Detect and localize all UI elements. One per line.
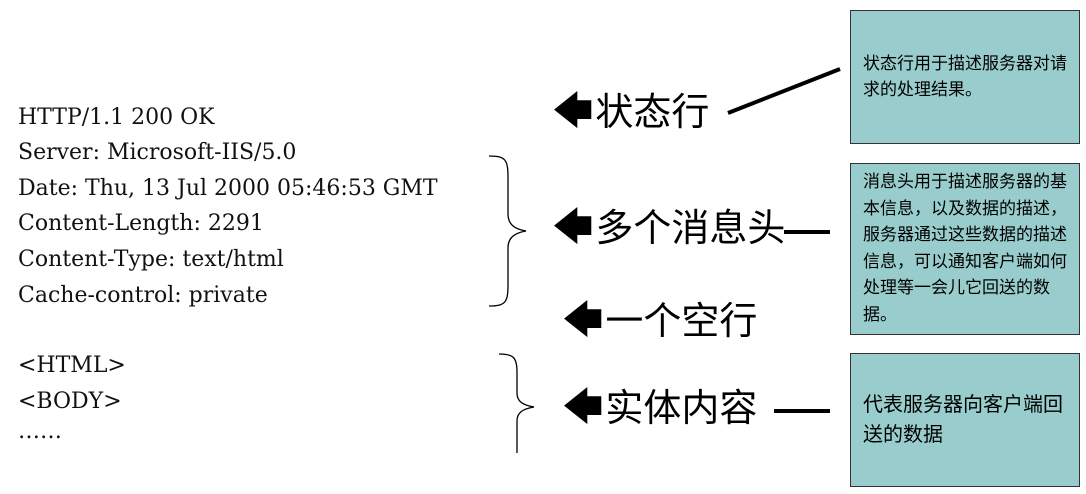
entity-note-text: 代表服务器向客户端回送的数据 [863,392,1063,446]
header-line: Content-Length: 2291 [18,211,264,236]
entity-label-text: 实体内容 [605,386,758,430]
status-line-label-text: 状态行 [595,90,710,134]
body-line: …… [18,419,62,444]
header-line: Cache-control: private [18,283,268,308]
headers-label-text: 多个消息头 [595,206,786,250]
headers-label: 🡄 多个消息头 [552,206,785,250]
header-line: Date: Thu, 13 Jul 2000 05:46:53 GMT [18,176,438,201]
status-line-text: HTTP/1.1 200 OK [18,105,215,130]
body-line: <BODY> [18,389,122,414]
status-line-note: 状态行用于描述服务器对请求的处理结果。 [850,10,1080,144]
header-line: Content-Type: text/html [18,247,284,272]
entity-note: 代表服务器向客户端回送的数据 [850,353,1080,487]
headers-brace [488,155,527,307]
blank-line-label: 🡄 一个空行 [562,299,757,343]
headers-note-text: 消息头用于描述服务器的基本信息，以及数据的描述，服务器通过这些数据的描述信息，可… [863,172,1067,325]
headers-note: 消息头用于描述服务器的基本信息，以及数据的描述，服务器通过这些数据的描述信息，可… [850,163,1080,335]
blank-line-label-text: 一个空行 [605,299,758,343]
body-line: <HTML> [18,353,126,378]
header-line: Server: Microsoft-IIS/5.0 [18,140,297,165]
status-line-note-text: 状态行用于描述服务器对请求的处理结果。 [863,54,1067,100]
entity-brace [498,353,535,453]
left-arrow-icon: 🡄 [552,88,594,134]
left-arrow-icon: 🡄 [562,384,604,430]
status-line-label: 🡄 状态行 [552,90,709,134]
left-arrow-icon: 🡄 [562,297,604,343]
status-connector [727,67,841,115]
left-arrow-icon: 🡄 [552,204,594,250]
entity-label: 🡄 实体内容 [562,386,757,430]
